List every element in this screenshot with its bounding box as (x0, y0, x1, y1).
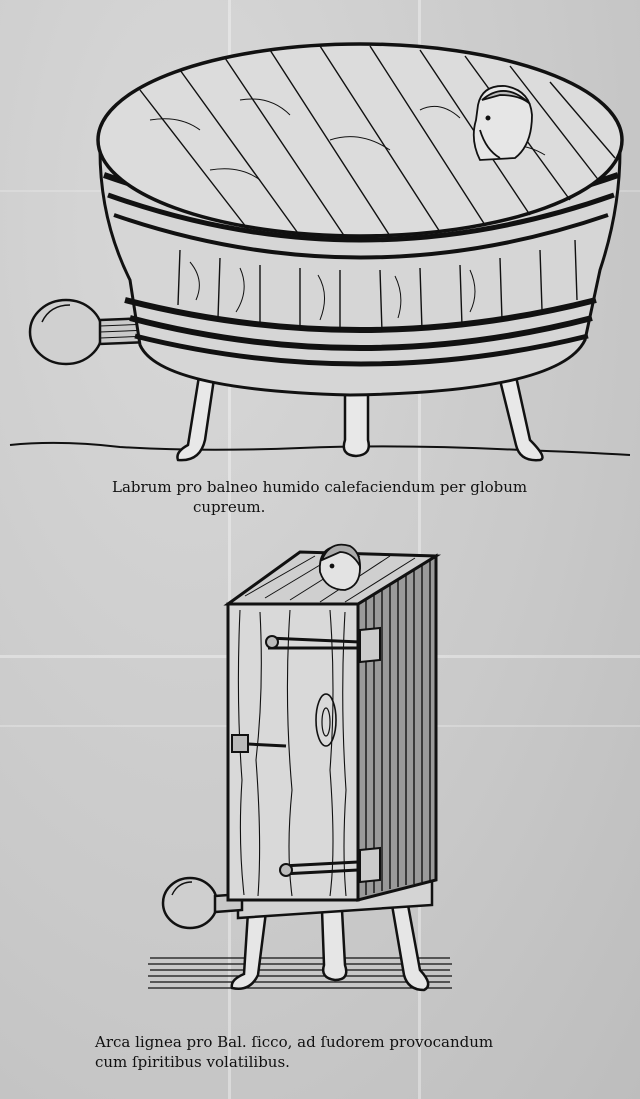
paper-fold (0, 655, 640, 658)
paper-fold (418, 0, 421, 1099)
box-front (226, 602, 361, 902)
tub-caption-line1: Labrum pro balneo humido calefaciendum p… (112, 478, 528, 496)
box-ground (148, 957, 452, 989)
paper-fold (228, 0, 231, 1099)
paper-fold (0, 725, 640, 727)
copper-ball (28, 298, 152, 366)
tub-caption-line2: cupreum. (193, 498, 266, 516)
box-top (223, 550, 442, 606)
box-side (356, 553, 438, 902)
box-caption-line1: Arca lignea pro Bal. ſicco, ad ſudorem p… (95, 1033, 494, 1051)
box-legs (230, 903, 430, 992)
bath-tub-illustration (9, 42, 631, 462)
box-caption-line2: cum ſpiritibus volatilibus. (95, 1053, 290, 1071)
box-bather-head (318, 543, 361, 591)
bather-head (472, 85, 533, 161)
tub-top (96, 42, 624, 238)
tub-legs (176, 368, 544, 462)
